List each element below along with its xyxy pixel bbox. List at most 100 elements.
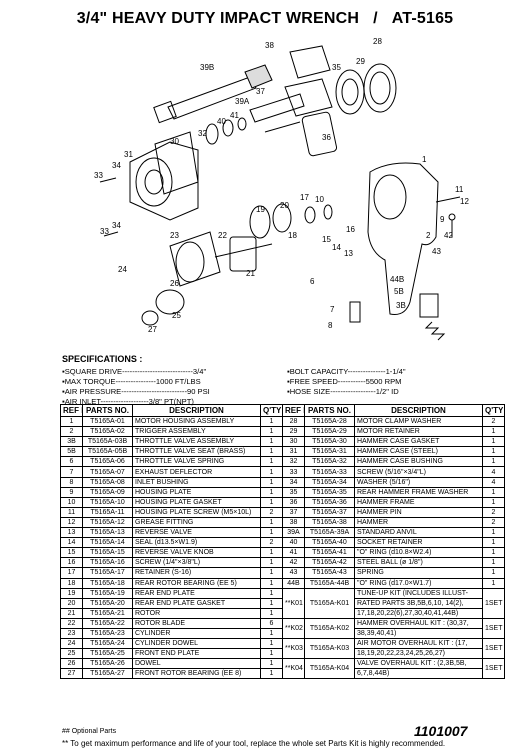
document-title: 3/4" HEAVY DUTY IMPACT WRENCH / AT-5165 bbox=[0, 10, 530, 28]
diagram-label-11: 11 bbox=[455, 185, 464, 194]
diagram-label-34: 34 bbox=[112, 161, 121, 170]
spec-free-speed: ▪FREE SPEED-----------5500 RPM bbox=[287, 377, 402, 386]
qty: 1 bbox=[482, 486, 505, 498]
parts-no: T5165A-24 bbox=[82, 638, 133, 650]
parts-list-table: REF NO. PARTS NO. DESCRIPTION Q'TY REF N… bbox=[60, 404, 505, 680]
diagram-label-28: 28 bbox=[373, 37, 382, 46]
description: SOCKET RETAINER bbox=[354, 537, 483, 549]
ref-no: 15 bbox=[60, 547, 83, 559]
description: FRONT END PLATE bbox=[132, 648, 261, 660]
parts-no: T5165A-07 bbox=[82, 466, 133, 478]
parts-no: T5165A-06 bbox=[82, 456, 133, 468]
description: MOTOR RETAINER bbox=[354, 426, 483, 438]
parts-no: T5165A-09 bbox=[82, 486, 133, 498]
ref-no: 27 bbox=[60, 668, 83, 680]
ref-no: 16 bbox=[60, 557, 83, 569]
description: CYLINDER bbox=[132, 627, 261, 640]
parts-no: T5165A-01 bbox=[82, 415, 133, 428]
parts-no: T5165A-15 bbox=[82, 547, 133, 559]
diagram-label-19: 19 bbox=[256, 205, 265, 214]
kit-qty: 1SET bbox=[482, 617, 505, 640]
motor-clamp-washer-drawing bbox=[363, 63, 397, 113]
qty: 1 bbox=[260, 577, 283, 589]
description: HOUSING PLATE bbox=[132, 486, 261, 498]
ref-no: 26 bbox=[60, 658, 83, 670]
ref-no: 42 bbox=[282, 557, 305, 569]
parts-no: T5165A-18 bbox=[82, 577, 133, 589]
kit-description-line: TUNE-UP KIT (INCLUDES ILLUST- bbox=[354, 587, 483, 599]
kit-qty: 1SET bbox=[482, 638, 505, 660]
diagram-label-36: 36 bbox=[322, 133, 331, 142]
description: REVERSE VALVE KNOB bbox=[132, 547, 261, 559]
diagram-label-1: 1 bbox=[422, 155, 427, 164]
description: RETAINER (S-16) bbox=[132, 567, 261, 579]
qty: 1 bbox=[482, 527, 505, 539]
ref-no: 32 bbox=[282, 456, 305, 468]
parts-no: T5165A-23 bbox=[82, 627, 133, 640]
diagram-label-33: 33 bbox=[94, 171, 103, 180]
parts-no: T5165A-14 bbox=[82, 537, 133, 549]
parts-no: T5165A-20 bbox=[82, 597, 133, 609]
kit-description-line: VALVE OVERHAUL KIT : (2,3B,5B, bbox=[354, 658, 483, 670]
header-parts-no: PARTS NO. bbox=[82, 404, 133, 417]
qty: 2 bbox=[482, 506, 505, 518]
parts-no: T5165A-38 bbox=[304, 516, 355, 529]
parts-no: T5165A-37 bbox=[304, 506, 355, 518]
diagram-label-27: 27 bbox=[148, 325, 157, 334]
ref-no: 43 bbox=[282, 567, 305, 579]
parts-no: T5165A-34 bbox=[304, 476, 355, 488]
description: SCREW (5/16"×3/4"L) bbox=[354, 466, 483, 478]
diagram-label-12: 12 bbox=[460, 197, 469, 206]
description: HAMMER CASE (STEEL) bbox=[354, 446, 483, 458]
ref-no: 9 bbox=[60, 486, 83, 498]
parts-no: T5165A-42 bbox=[304, 557, 355, 569]
diagram-label-44B: 44B bbox=[390, 275, 404, 284]
parts-no: T5165A-30 bbox=[304, 436, 355, 448]
ref-no: 5B bbox=[60, 446, 83, 458]
parts-no: T5165A-28 bbox=[304, 415, 355, 428]
kit-description-line: HAMMER OVERHAUL KIT : (30,37, bbox=[354, 617, 483, 629]
qty: 1 bbox=[260, 496, 283, 508]
parts-no: T5165A-05B bbox=[82, 446, 133, 458]
kit-description-line: 18,19,20,22,23,24,25,26,27) bbox=[354, 648, 483, 660]
header-qty: Q'TY bbox=[260, 404, 283, 417]
parts-no: T5165A-31 bbox=[304, 446, 355, 458]
ref-no: 35 bbox=[282, 486, 305, 498]
specifications-heading: SPECIFICATIONS : bbox=[62, 354, 143, 364]
ref-no: 41 bbox=[282, 547, 305, 559]
ref-no: 40 bbox=[282, 537, 305, 549]
ref-no: 29 bbox=[282, 426, 305, 438]
parts-no: T5165A-27 bbox=[82, 668, 133, 680]
ref-no: 36 bbox=[282, 496, 305, 508]
diagram-label-8: 8 bbox=[328, 321, 333, 330]
description: WASHER (5/16") bbox=[354, 476, 483, 488]
ref-no: 21 bbox=[60, 607, 83, 619]
diagram-label-9: 9 bbox=[440, 215, 445, 224]
spec-square-drive: ▪SQUARE DRIVE---------------------------… bbox=[62, 367, 207, 376]
description: REAR END PLATE GASKET bbox=[132, 597, 261, 609]
kit-parts-no: T5165A-K02 bbox=[304, 617, 355, 640]
footnote: ** To get maximum performance and life o… bbox=[62, 739, 446, 748]
parts-no: T5165A-13 bbox=[82, 527, 133, 539]
diagram-label-37: 37 bbox=[256, 87, 265, 96]
parts-no: T5165A-11 bbox=[82, 506, 133, 518]
ref-no: 7 bbox=[60, 466, 83, 478]
description: TRIGGER ASSEMBLY bbox=[132, 426, 261, 438]
parts-no: T5165A-29 bbox=[304, 426, 355, 438]
diagram-label-3B: 3B bbox=[396, 301, 406, 310]
qty: 1 bbox=[260, 436, 283, 448]
parts-no: T5165A-25 bbox=[82, 648, 133, 660]
description: HAMMER CASE GASKET bbox=[354, 436, 483, 448]
rotor-drawing bbox=[214, 236, 273, 272]
ref-no: 18 bbox=[60, 577, 83, 589]
